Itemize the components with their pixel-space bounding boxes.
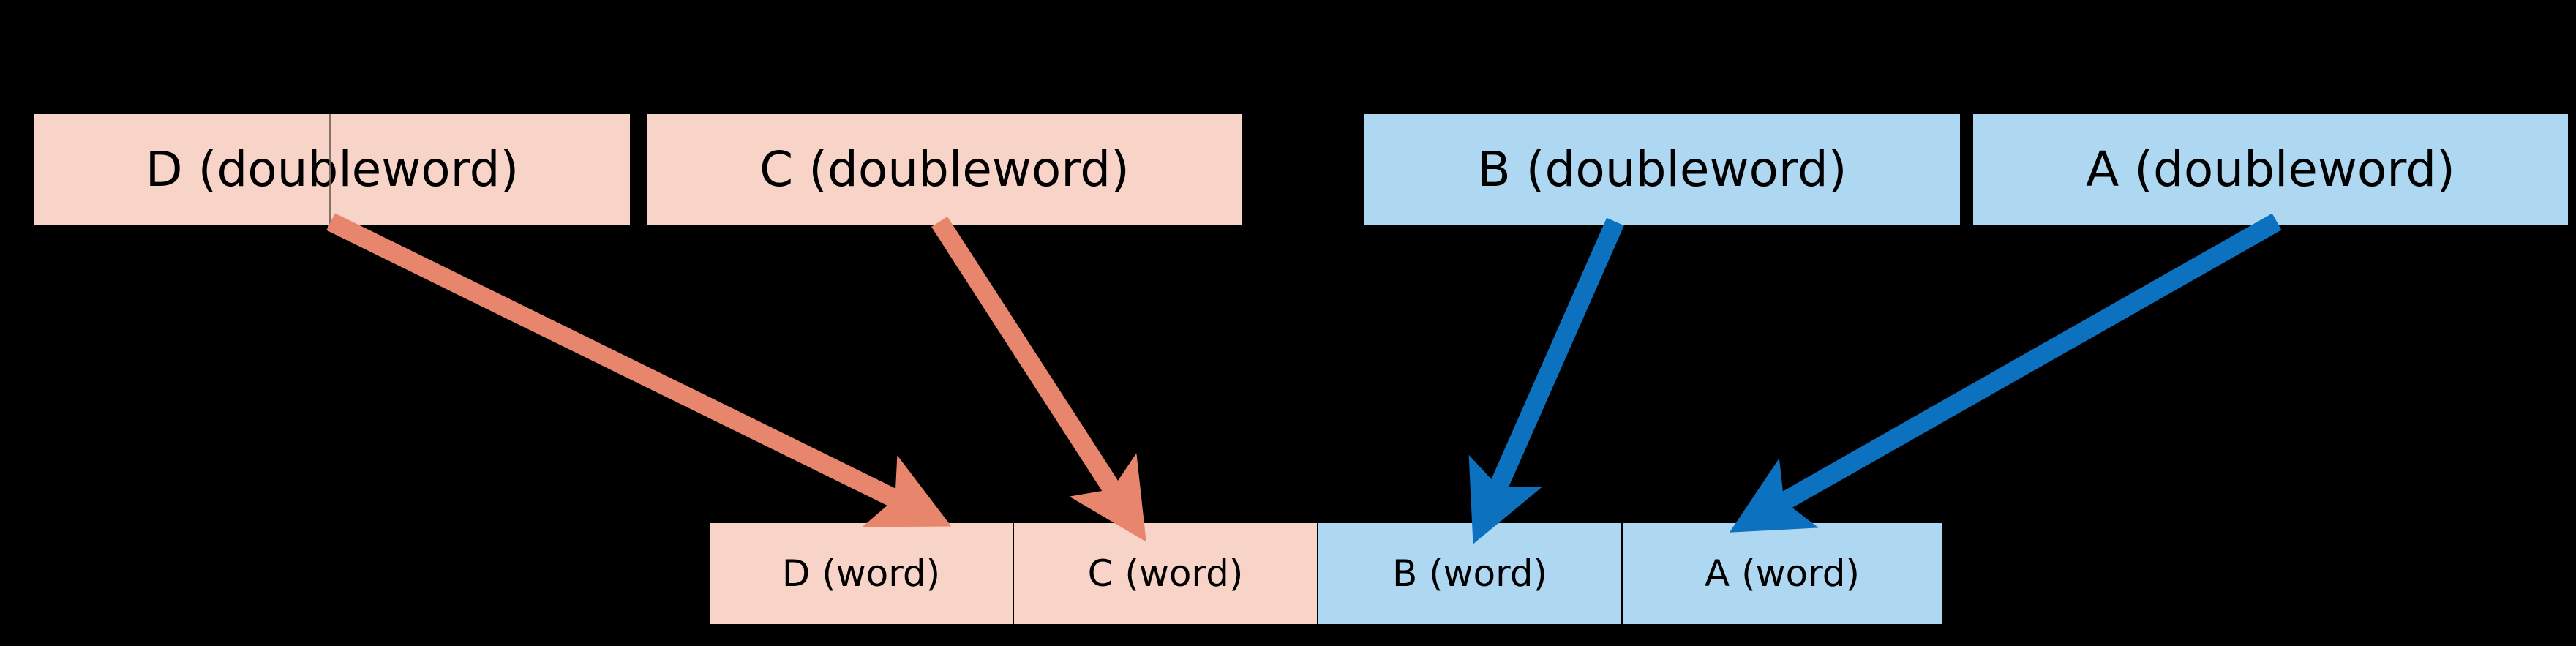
arrow-c-doubleword-to-c-word xyxy=(931,216,1146,542)
arrow-b-doubleword-to-b-word xyxy=(1468,217,1624,544)
source-box-b-doubleword: B (doubleword) xyxy=(1363,113,1961,227)
dest-box-a-word: A (word) xyxy=(1621,522,1943,626)
doubleword-split-divider xyxy=(329,114,331,225)
source-box-c-doubleword: C (doubleword) xyxy=(646,113,1243,227)
source-box-a-doubleword: A (doubleword) xyxy=(1972,113,2569,227)
dest-box-c-word: C (word) xyxy=(1013,522,1318,626)
source-box-d-doubleword: D (doubleword) xyxy=(33,113,631,227)
arrow-a-doubleword-to-a-word xyxy=(1729,213,2282,533)
dest-box-d-word: D (word) xyxy=(708,522,1014,626)
dest-box-b-word: B (word) xyxy=(1317,522,1623,626)
arrow-d-doubleword-to-d-word xyxy=(326,213,952,527)
